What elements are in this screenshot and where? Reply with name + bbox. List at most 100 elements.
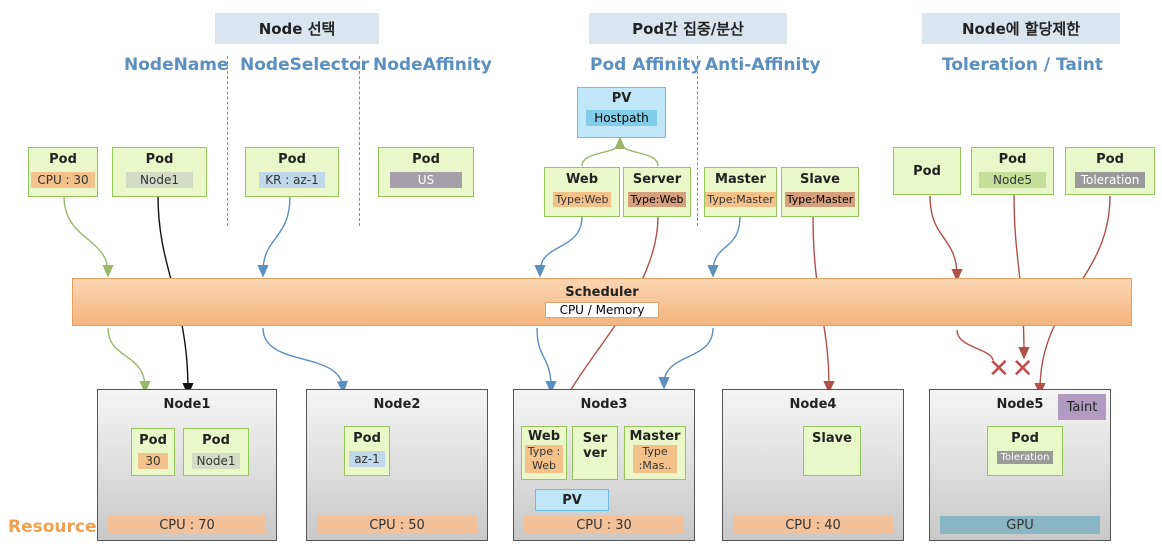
arrow-node5-pod-to-node5: [1013, 193, 1030, 360]
pod-tag: KR : az-1: [259, 172, 325, 188]
pod-tag: Type :Mas..: [633, 445, 677, 473]
arrow-scheduler-to-node1: [107, 327, 151, 394]
node-title: Node4: [789, 397, 837, 412]
node3: Node3 Web Type : Web Ser ver Master Type…: [513, 389, 695, 541]
node-title: Node1: [163, 397, 211, 412]
node-title: Node2: [373, 397, 421, 412]
pod-title: Pod: [913, 163, 941, 179]
pod-nodename: Pod Node1: [112, 147, 207, 197]
node3-pod-server: Ser ver: [572, 426, 618, 480]
pod-title: Web: [528, 429, 560, 444]
pod-title: Pod: [1011, 431, 1039, 446]
scheduler-title: Scheduler: [565, 285, 639, 300]
arrow-master-to-scheduler: [707, 215, 741, 278]
pod-title: Pod: [202, 433, 230, 448]
label-nodeselector: NodeSelector: [240, 55, 370, 75]
node3-pod-web: Web Type : Web: [521, 426, 567, 480]
pod-title: Pod: [49, 152, 77, 167]
resource-label: Resource: [8, 517, 97, 537]
pod-tag: az-1: [349, 451, 385, 467]
pod-title: Slave: [800, 172, 840, 187]
node1-pod-nodename: Pod Node1: [183, 428, 249, 476]
pod-tag: Type:Master: [705, 192, 776, 207]
resource-bar: GPU: [940, 516, 1100, 534]
arrow-scheduler-to-node5-blocked: [956, 329, 994, 361]
pod-server: Server Type:Web: [623, 167, 691, 217]
pod-nodeaffinity: Pod US: [378, 147, 474, 197]
scheduler-bar: Scheduler CPU / Memory: [72, 278, 1132, 326]
scheduler-tag: CPU / Memory: [544, 302, 660, 318]
pod-title: Pod: [998, 152, 1027, 167]
arrow-web-to-scheduler: [534, 215, 583, 278]
pv-title: PV: [611, 91, 632, 106]
pod-toleration: Pod Toleration: [1065, 147, 1155, 195]
pod-tag: Type:Master: [784, 192, 856, 207]
divider-dashed: [359, 56, 360, 226]
pod-tag: 30: [138, 453, 168, 469]
arrow-scheduler-to-node2: [262, 327, 349, 394]
pod-title: Pod: [139, 433, 167, 448]
pod-title: Server: [632, 172, 682, 187]
node4: Node4 Slave CPU : 40: [722, 389, 904, 541]
node2-pod-az: Pod az-1: [344, 426, 390, 476]
pod-tag: Node1: [126, 172, 193, 188]
pod-plain: Pod: [893, 147, 961, 195]
node4-pod-slave: Slave: [803, 426, 861, 476]
node3-pod-master: Master Type :Mas..: [624, 426, 686, 480]
pod-title: Pod: [278, 152, 306, 167]
pod-node5-selector: Pod Node5: [971, 147, 1054, 195]
pv-hostpath: PV Hostpath: [577, 87, 666, 138]
pod-title: Pod: [145, 152, 174, 167]
pod-title: Master: [629, 429, 681, 444]
resource-bar: CPU : 40: [733, 516, 893, 534]
pod-master: Master Type:Master: [704, 167, 777, 217]
pod-title: Master: [715, 172, 766, 187]
label-anti-affinity: Anti-Affinity: [705, 55, 821, 75]
arrow-selector-pod-to-scheduler: [257, 195, 291, 278]
pod-tag: Node1: [191, 453, 241, 469]
pod-title: Slave: [812, 431, 852, 446]
pod-tag: CPU : 30: [31, 172, 95, 188]
label-nodename: NodeName: [124, 55, 229, 75]
resource-bar: CPU : 30: [524, 516, 684, 534]
node1: Node1 Pod 30 Pod Node1 CPU : 70: [97, 389, 277, 541]
arrow-pod-to-scheduler-taint: [929, 195, 963, 282]
arrow-cpu-pod-to-scheduler: [63, 195, 114, 278]
label-toleration-taint: Toleration / Taint: [942, 55, 1103, 75]
arrow-web-to-pv: [581, 136, 626, 167]
resource-bar: CPU : 50: [317, 516, 477, 534]
section-header-node-limit: Node에 할당제한: [922, 13, 1120, 44]
section-header-pod-affinity: Pod간 집중/분산: [589, 13, 787, 44]
arrow-scheduler-to-node3-master: [658, 327, 714, 390]
pod-tag: Type:Web: [552, 192, 612, 207]
arrow-scheduler-to-node3: [536, 327, 557, 394]
pod-cpu-request: Pod CPU : 30: [28, 147, 98, 197]
blocked-x-marks: ✕✕: [988, 354, 1036, 384]
node2: Node2 Pod az-1 CPU : 50: [306, 389, 488, 541]
pod-tag: US: [389, 172, 463, 188]
node1-pod-cpu: Pod 30: [131, 428, 175, 476]
label-pod-affinity: Pod Affinity: [590, 55, 702, 75]
pod-tag: Type : Web: [525, 445, 563, 473]
pod-web: Web Type:Web: [544, 167, 620, 217]
node5: Node5 Taint Pod Toleration GPU: [929, 389, 1111, 541]
section-header-node-select: Node 선택: [215, 13, 379, 44]
node3-pv: PV: [535, 489, 609, 511]
node-title: Node3: [580, 397, 628, 412]
pv-tag: Hostpath: [586, 110, 657, 126]
resource-bar: CPU : 70: [108, 516, 266, 534]
label-nodeaffinity: NodeAffinity: [373, 55, 492, 75]
pod-nodeselector: Pod KR : az-1: [245, 147, 339, 197]
pod-tag: Node5: [979, 172, 1046, 188]
divider-dashed: [227, 56, 228, 226]
pod-title: Pod: [353, 431, 381, 446]
pod-tag: Toleration: [1074, 172, 1146, 188]
divider-dashed: [697, 56, 698, 226]
arrow-server-to-pv: [619, 141, 659, 167]
pod-title: Web: [566, 172, 598, 187]
node5-pod-toleration: Pod Toleration: [987, 426, 1063, 476]
pod-title: Ser ver: [582, 431, 608, 461]
pod-tag: Type:Web: [627, 192, 687, 207]
pod-tag: Toleration: [996, 451, 1054, 464]
pod-title: Pod: [1096, 152, 1124, 167]
